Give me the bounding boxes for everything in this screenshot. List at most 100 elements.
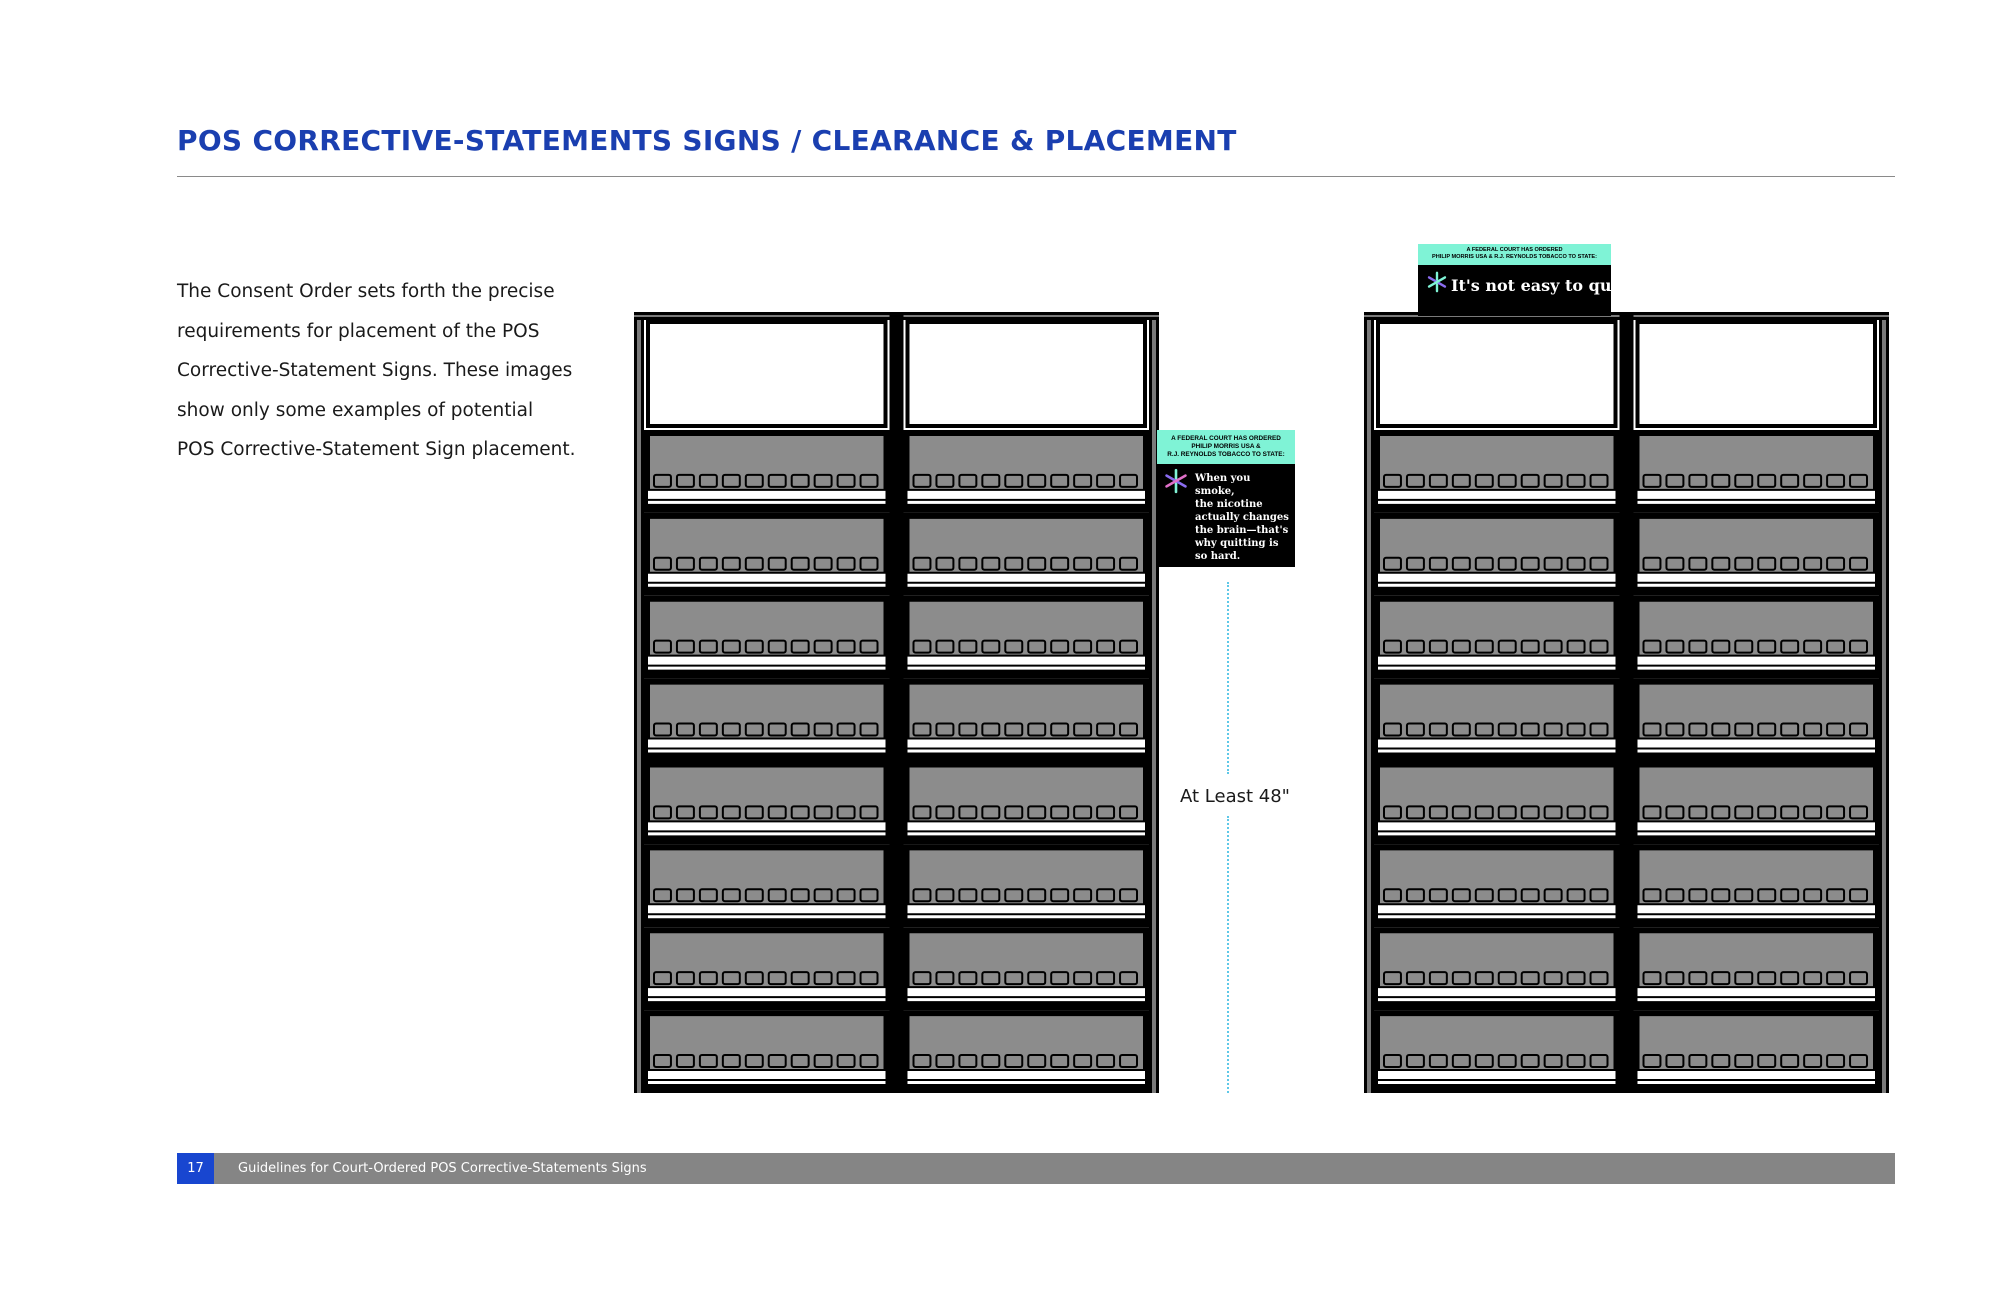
shelf-edge — [1378, 739, 1616, 748]
fixture-center-post — [889, 312, 904, 1093]
pusher-tab — [1826, 971, 1846, 986]
pusher-tab — [1004, 1054, 1024, 1068]
shelf-product-area — [1639, 601, 1873, 655]
pusher-tab — [1383, 722, 1402, 737]
shelf-product-area — [1639, 850, 1873, 904]
pusher-tab — [721, 971, 741, 986]
pusher-tab — [1543, 639, 1563, 654]
pusher-tab — [1803, 722, 1823, 737]
pusher-tab — [1428, 639, 1448, 654]
pusher-tab — [1757, 556, 1777, 571]
pusher-tab — [1497, 556, 1517, 571]
pusher-tab — [675, 639, 695, 654]
pusher-tab — [1405, 1054, 1425, 1068]
pusher-tab — [1803, 1054, 1823, 1068]
pusher-tab — [1780, 971, 1800, 986]
pusher-tab — [1383, 888, 1402, 903]
pusher-tab — [1803, 971, 1823, 986]
pusher-tab — [744, 805, 764, 820]
pusher-tab — [813, 722, 833, 737]
shelf-lip — [648, 832, 886, 836]
pusher-tab — [935, 473, 955, 488]
pusher-tab — [653, 722, 672, 737]
shelf-lip — [907, 998, 1145, 1002]
shelf-lip — [648, 749, 886, 753]
pusher-tab — [1826, 556, 1846, 571]
pusher-tab — [859, 473, 879, 488]
shelf-edge — [1637, 490, 1875, 499]
shelf-product-area — [650, 684, 884, 738]
pusher-tab — [1096, 971, 1116, 986]
pusher-tab — [744, 971, 764, 986]
pusher-tab — [1803, 556, 1823, 571]
corrective-sign-header-topper: A FEDERAL COURT HAS ORDERED PHILIP MORRI… — [1418, 244, 1631, 316]
pusher-tab — [1589, 639, 1609, 654]
pusher-tab — [1665, 722, 1685, 737]
pusher-tab — [836, 805, 856, 820]
pusher-tab — [1474, 971, 1494, 986]
pusher-tab — [675, 805, 695, 820]
pusher-tab — [958, 722, 978, 737]
pusher-tab — [1566, 639, 1586, 654]
corrective-sign-side-mount: A FEDERAL COURT HAS ORDERED PHILIP MORRI… — [1157, 430, 1295, 567]
pusher-tab — [1520, 888, 1540, 903]
pusher-tab — [1405, 639, 1425, 654]
pusher-tab — [1027, 473, 1047, 488]
pusher-tab — [935, 805, 955, 820]
shelf-product-area — [650, 933, 884, 987]
pusher-tab — [859, 971, 879, 986]
shelf-lip — [1637, 915, 1875, 919]
pusher-tab — [1543, 888, 1563, 903]
pusher-tab — [1497, 639, 1517, 654]
pusher-tab — [1642, 888, 1662, 903]
pusher-tab — [744, 1054, 764, 1068]
shelf-lip — [1637, 583, 1875, 587]
pusher-tab — [675, 971, 695, 986]
pusher-tab — [1520, 556, 1540, 571]
shelf-product-area — [1639, 1016, 1873, 1069]
pusher-tab — [1665, 888, 1685, 903]
shelf-product-area — [1639, 436, 1873, 489]
pusher-tab — [981, 1054, 1001, 1068]
shelf-lip — [1378, 749, 1616, 753]
pusher-tab — [1119, 1054, 1138, 1068]
pusher-tab — [1050, 1054, 1070, 1068]
shelf-product-area — [1639, 684, 1873, 738]
pusher-tab — [767, 1054, 787, 1068]
shelf-edge — [907, 490, 1145, 499]
shelf-edge — [1637, 656, 1875, 665]
pusher-tab — [1589, 556, 1609, 571]
pusher-tab — [859, 1054, 879, 1068]
shelf-lip — [648, 666, 886, 670]
shelf-edge — [1637, 988, 1875, 997]
pusher-tab — [721, 556, 741, 571]
pusher-tab — [981, 722, 1001, 737]
shelf-lip — [907, 1081, 1145, 1084]
sign-message-line: so hard. — [1195, 551, 1241, 562]
shelf-product-area — [1639, 518, 1873, 572]
pusher-tab — [1566, 888, 1586, 903]
pusher-tab — [1780, 805, 1800, 820]
pusher-tab — [653, 805, 672, 820]
pusher-tab — [1688, 805, 1708, 820]
shelf-product-area — [650, 767, 884, 821]
pusher-tab — [1688, 971, 1708, 986]
pusher-tab — [1711, 971, 1731, 986]
pusher-tab — [744, 722, 764, 737]
pusher-tab — [675, 473, 695, 488]
pusher-tab — [1451, 639, 1471, 654]
fixture-post — [1882, 312, 1886, 1093]
pusher-tab — [1849, 888, 1868, 903]
pusher-tab — [1027, 888, 1047, 903]
pusher-tab — [1780, 639, 1800, 654]
pusher-tab — [1428, 473, 1448, 488]
pusher-tab — [790, 473, 810, 488]
pusher-tab — [912, 805, 932, 820]
shelf-lip — [1378, 998, 1616, 1002]
pusher-tab — [813, 888, 833, 903]
shelf-edge — [1637, 739, 1875, 748]
pusher-tab — [767, 556, 787, 571]
pusher-tab — [1497, 722, 1517, 737]
page-number: 17 — [177, 1153, 214, 1184]
pusher-tab — [1520, 971, 1540, 986]
